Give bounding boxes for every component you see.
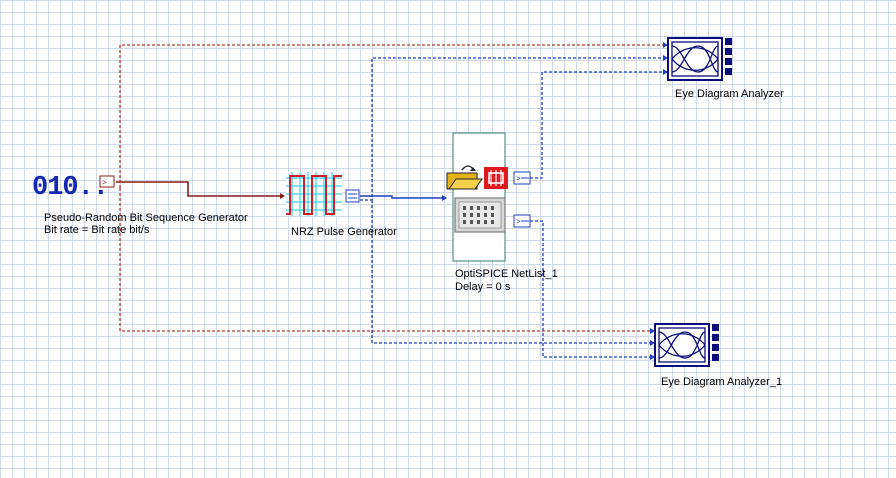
eye2-name-label: Eye Diagram Analyzer_1 (661, 376, 783, 388)
chip-icon[interactable] (484, 167, 508, 189)
arrow-netlist-input (442, 195, 447, 201)
wire-nrz-to-netlist[interactable] (360, 195, 446, 199)
nrz-pulse-generator[interactable] (286, 172, 360, 216)
open-folder-icon[interactable] (446, 165, 483, 190)
netlist-param-label: Delay = 0 s (455, 281, 511, 293)
arrow-nrz-input (280, 193, 285, 199)
wire-prbs-reference-eye1[interactable] (119, 44, 664, 188)
wire-nrz-to-eye1[interactable] (360, 57, 664, 201)
wire-prbs-to-nrz[interactable] (116, 181, 280, 197)
binary-sequence-icon: 010.. (32, 173, 108, 203)
arrow-eye1-ref (663, 42, 668, 48)
prbs-generator[interactable]: 010.. > (32, 173, 115, 203)
arrow-eye1-mid (663, 55, 668, 61)
eye-diagram-analyzer-2[interactable] (654, 323, 719, 367)
prbs-param-label: Bit rate = Bit rate bit/s (44, 224, 150, 236)
wire-nrz-to-eye2[interactable] (371, 200, 651, 344)
arrow-eye1-bottom (663, 69, 668, 75)
eye-analyzer-output-ports (712, 324, 719, 361)
optispice-netlist[interactable]: > > (446, 132, 531, 262)
eye-analyzer-output-ports (725, 38, 732, 75)
wire-prbs-reference-eye2[interactable] (119, 188, 651, 332)
nrz-output-port[interactable] (345, 189, 360, 203)
port-arrow-icon: > (102, 178, 107, 187)
wire-netlist-out2-to-eye2[interactable] (530, 220, 651, 358)
pulse-waveform-icon (286, 172, 342, 216)
eye-diagram-analyzer-1[interactable] (667, 37, 732, 81)
netlist-body[interactable] (452, 132, 506, 262)
arrow-eye2-bottom (650, 354, 655, 360)
nrz-name-label: NRZ Pulse Generator (291, 226, 397, 238)
arrow-eye2-mid (650, 340, 655, 346)
prbs-output-port[interactable] (99, 175, 115, 188)
port-arrow-icon: > (516, 217, 521, 226)
connector-icon (454, 197, 506, 233)
wire-netlist-out1-to-eye1[interactable] (530, 71, 664, 179)
eye1-name-label: Eye Diagram Analyzer (675, 88, 784, 100)
eye-diagram-icon (671, 41, 719, 77)
prbs-name-label: Pseudo-Random Bit Sequence Generator (44, 212, 248, 224)
eye-diagram-icon (658, 327, 706, 363)
arrow-eye2-ref (650, 328, 655, 334)
port-arrow-icon: > (516, 174, 521, 183)
netlist-name-label: OptiSPICE NetList_1 (455, 268, 558, 280)
